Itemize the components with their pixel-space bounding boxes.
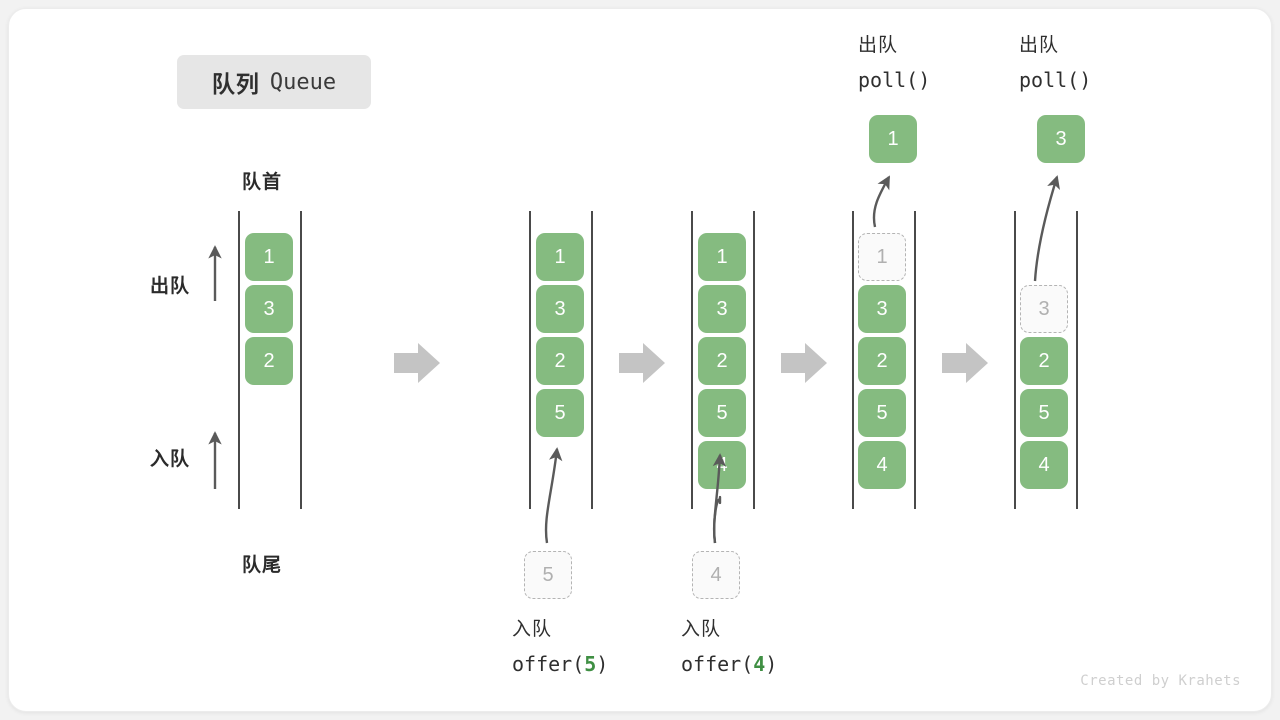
offer5-caption-code: offer(5) — [512, 652, 609, 676]
poll1-motion-arrow — [872, 175, 891, 228]
dequeue-direction-label: 出队 — [150, 276, 191, 297]
column5-rail-left — [1014, 211, 1016, 509]
queue-element: 2 — [245, 337, 293, 385]
poll1-caption-cn: 出队 — [858, 35, 899, 56]
enqueue-direction-label: 入队 — [150, 449, 191, 470]
column1-rail-left — [238, 211, 240, 509]
column2-rail-left — [529, 211, 531, 509]
queue-element: 5 — [536, 389, 584, 437]
arrows-overlay — [208, 175, 1060, 544]
stage-arrow-1 — [394, 343, 440, 383]
poll3-motion-arrow — [1033, 175, 1060, 282]
queue-element: 5 — [1020, 389, 1068, 437]
offer5-caption-cn: 入队 — [512, 619, 553, 640]
offer4-caption-code: offer(4) — [681, 652, 778, 676]
queue-element: 2 — [858, 337, 906, 385]
queue-element: 4 — [858, 441, 906, 489]
poll1-caption: 出队 poll() — [858, 29, 930, 97]
offer5-caption: 入队 offer(5) — [512, 613, 608, 681]
column3-rail-left — [691, 211, 693, 509]
queue-element: 4 — [698, 441, 746, 489]
title-english: Queue — [269, 69, 337, 95]
polled-element: 1 — [869, 115, 917, 163]
polled-element: 3 — [1037, 115, 1085, 163]
queue-element: 3 — [245, 285, 293, 333]
stage-arrow-2 — [619, 343, 665, 383]
column5-rail-right — [1076, 211, 1078, 509]
queue-element-removed: 1 — [858, 233, 906, 281]
queue-element: 5 — [858, 389, 906, 437]
column1-rail-right — [300, 211, 302, 509]
queue-element: 3 — [858, 285, 906, 333]
queue-element: 1 — [536, 233, 584, 281]
footer-credit: Created by Krahets — [1080, 673, 1241, 689]
queue-element: 1 — [245, 233, 293, 281]
queue-element: 3 — [698, 285, 746, 333]
column3-rail-right — [753, 211, 755, 509]
queue-element: 3 — [536, 285, 584, 333]
incoming-ghost-element: 4 — [692, 551, 740, 599]
queue-element: 2 — [1020, 337, 1068, 385]
queue-element: 4 — [1020, 441, 1068, 489]
queue-element: 2 — [536, 337, 584, 385]
column4-rail-left — [852, 211, 854, 509]
poll3-caption: 出队 poll() — [1019, 29, 1091, 97]
offer5-motion-arrow — [544, 447, 563, 544]
offer4-caption: 入队 offer(4) — [681, 613, 777, 681]
queue-element-removed: 3 — [1020, 285, 1068, 333]
stage-arrow-4 — [942, 343, 988, 383]
poll1-caption-code: poll() — [858, 68, 931, 92]
queue-element: 5 — [698, 389, 746, 437]
incoming-ghost-element: 5 — [524, 551, 572, 599]
column2-rail-right — [591, 211, 593, 509]
column4-rail-right — [914, 211, 916, 509]
stage-arrow-3 — [781, 343, 827, 383]
queue-element: 2 — [698, 337, 746, 385]
title-chinese: 队列 — [211, 71, 260, 97]
diagram-card: 队列 Queue 队首 队尾 出队 入队 1 3 2 1 3 2 5 5 入队 … — [8, 8, 1272, 712]
title-badge: 队列 Queue — [177, 55, 371, 109]
poll3-caption-code: poll() — [1019, 68, 1092, 92]
offer4-caption-cn: 入队 — [681, 619, 722, 640]
queue-tail-label: 队尾 — [242, 555, 283, 576]
poll3-caption-cn: 出队 — [1019, 35, 1060, 56]
queue-head-label: 队首 — [242, 172, 283, 193]
queue-element: 1 — [698, 233, 746, 281]
